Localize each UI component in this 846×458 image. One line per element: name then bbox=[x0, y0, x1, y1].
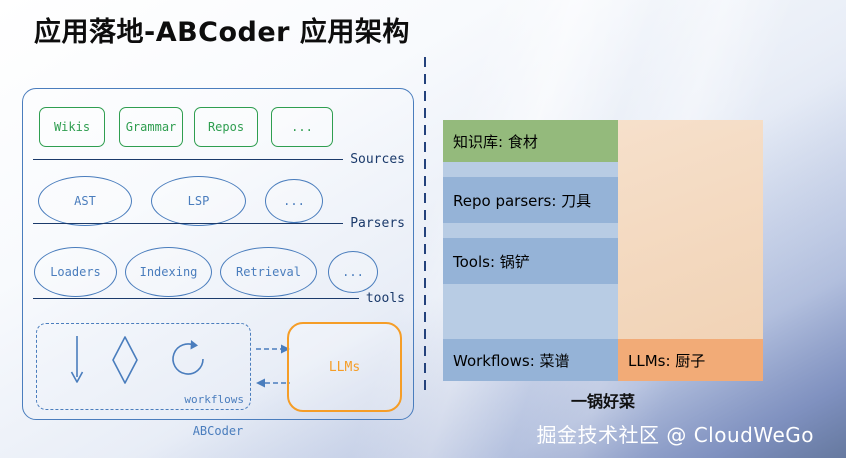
llms-area-block bbox=[618, 120, 763, 339]
tool-ellipse-more: ... bbox=[328, 251, 378, 293]
arrow-right-icon bbox=[256, 344, 290, 354]
diamond-icon bbox=[112, 336, 138, 384]
sources-section: Sources bbox=[33, 150, 405, 168]
parsers-label: Parsers bbox=[350, 215, 405, 231]
table-right-column: LLMs: 厨子 bbox=[618, 120, 763, 381]
workflows-label: workflows bbox=[184, 393, 244, 406]
footer-watermark: 掘金技术社区 @ CloudWeGo bbox=[536, 423, 814, 447]
tools-divider-line bbox=[33, 297, 359, 299]
workflows-box: workflows bbox=[36, 323, 251, 410]
vertical-divider bbox=[424, 57, 426, 393]
page-title: 应用落地-ABCoder 应用架构 bbox=[34, 17, 410, 48]
table-row-repo-parsers: Repo parsers: 刀具 bbox=[443, 177, 618, 223]
table-row-workflows: Workflows: 菜谱 bbox=[443, 339, 618, 381]
table-row-llms: LLMs: 厨子 bbox=[618, 339, 763, 381]
table-caption: 一锅好菜 bbox=[570, 392, 635, 411]
table-row-tools: Tools: 锅铲 bbox=[443, 238, 618, 284]
abcoder-label: ABCoder bbox=[192, 424, 244, 438]
llms-box: LLMs bbox=[287, 322, 402, 412]
sources-label: Sources bbox=[350, 151, 405, 167]
down-arrow-icon bbox=[70, 336, 84, 383]
analogy-table: 知识库: 食材 Repo parsers: 刀具 Tools: 锅铲 Workf… bbox=[443, 120, 763, 381]
tool-ellipse-indexing: Indexing bbox=[125, 247, 212, 297]
tools-section: tools bbox=[33, 289, 405, 307]
parser-ellipse-ast: AST bbox=[38, 176, 132, 226]
tool-ellipse-retrieval: Retrieval bbox=[220, 247, 317, 297]
table-spacer bbox=[443, 162, 618, 177]
arrow-left-icon bbox=[256, 378, 290, 388]
source-box-grammar: Grammar bbox=[119, 107, 183, 147]
table-left-column: 知识库: 食材 Repo parsers: 刀具 Tools: 锅铲 Workf… bbox=[443, 120, 618, 381]
loop-arrow-icon bbox=[172, 340, 204, 375]
table-spacer bbox=[443, 284, 618, 339]
table-spacer bbox=[443, 223, 618, 238]
parsers-section: Parsers bbox=[33, 214, 405, 232]
parsers-divider-line bbox=[33, 222, 344, 224]
sources-divider-line bbox=[33, 158, 344, 160]
tool-ellipse-loaders: Loaders bbox=[34, 247, 117, 297]
tools-label: tools bbox=[365, 290, 405, 306]
source-box-repos: Repos bbox=[194, 107, 258, 147]
source-box-wikis: Wikis bbox=[39, 107, 105, 147]
parser-ellipse-more: ... bbox=[265, 179, 323, 223]
table-row-knowledge: 知识库: 食材 bbox=[443, 120, 618, 162]
source-box-more: ... bbox=[271, 107, 333, 147]
abcoder-container: Wikis Grammar Repos ... Sources AST LSP … bbox=[22, 88, 414, 420]
parser-ellipse-lsp: LSP bbox=[151, 176, 246, 226]
